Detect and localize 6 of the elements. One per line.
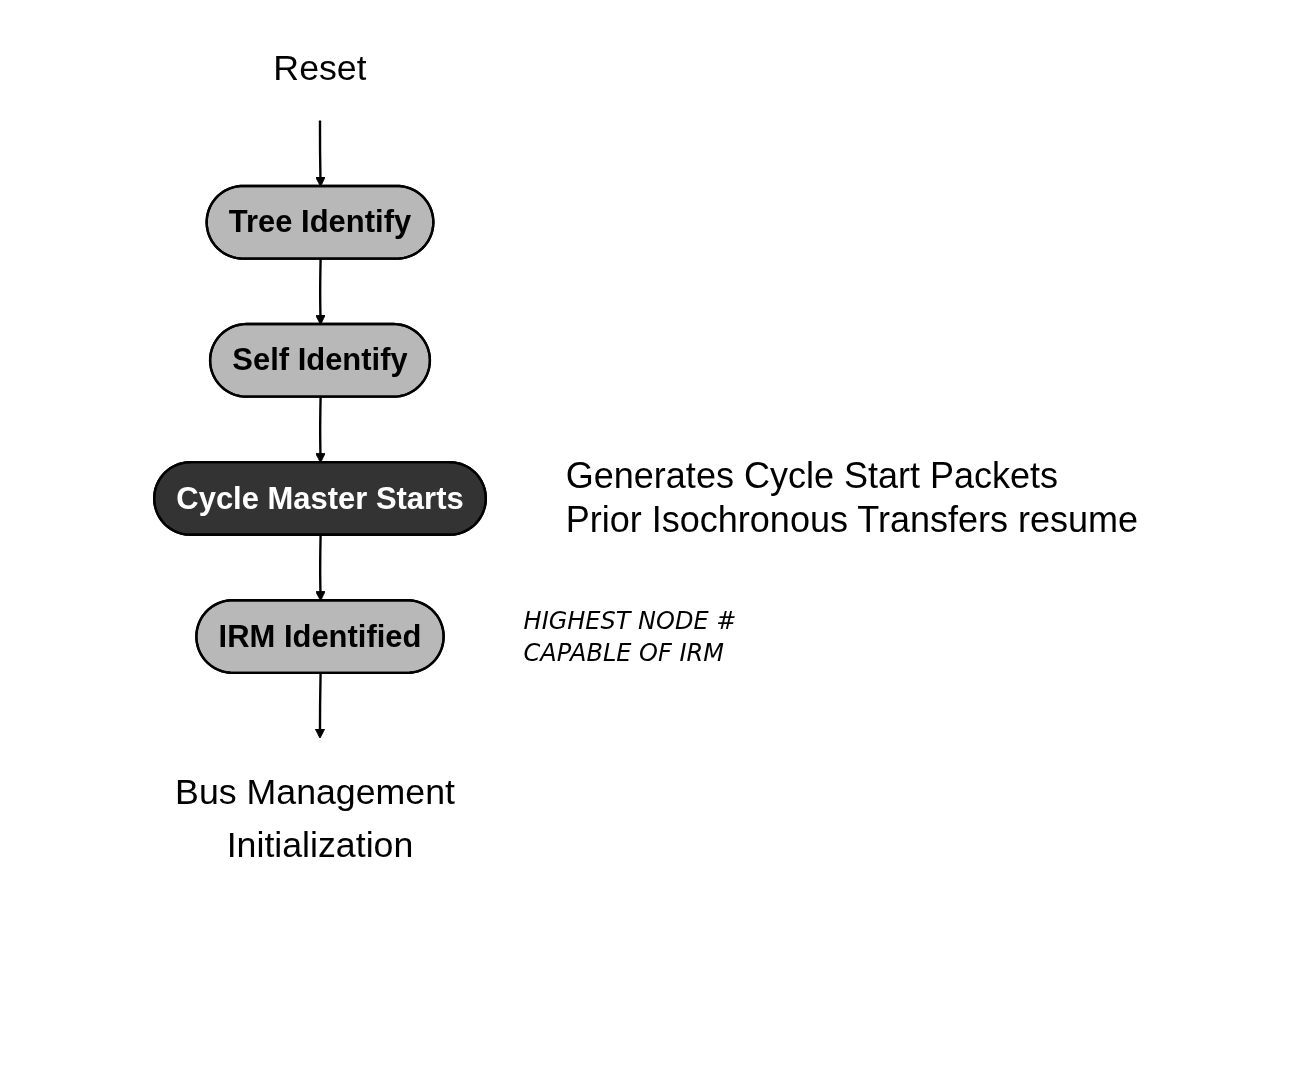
node-note: Prior Isochronous Transfers resume	[565, 498, 1139, 543]
node-note: Generates Cycle Start Packets	[565, 454, 1059, 499]
node-text: Bus Management Initialization	[175, 771, 455, 865]
handwritten-note: HIGHEST NODE # CAPABLE OF IRM	[523, 605, 738, 669]
arrow	[314, 673, 326, 739]
node-text: Reset	[273, 47, 367, 88]
